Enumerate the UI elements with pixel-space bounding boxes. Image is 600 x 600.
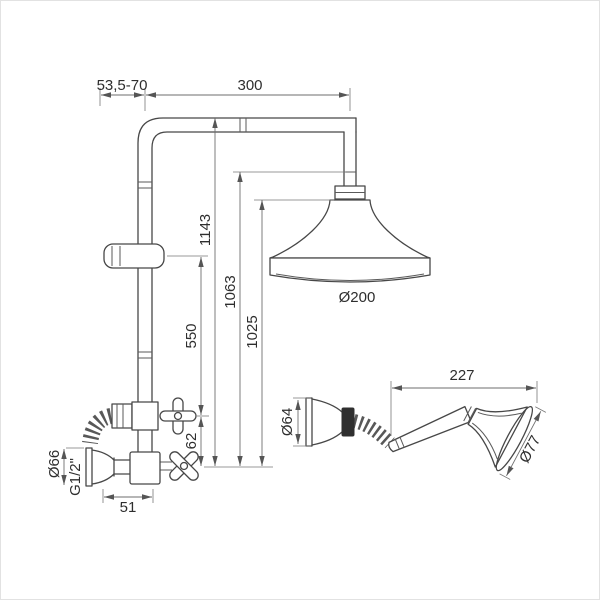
hand-head-rib-bottom: [471, 422, 498, 460]
dim-label-base-depth: 51: [120, 499, 137, 516]
hose-nut: [111, 403, 133, 429]
dim-label-cone-diameter: Ø64: [279, 408, 296, 436]
dim-label-head-diameter: Ø200: [339, 289, 376, 306]
hand-shower-handle: [388, 405, 472, 453]
valve-handle: [169, 451, 199, 481]
head-collar: [334, 185, 366, 200]
dim-label-valve-gap: 62: [183, 433, 200, 450]
dim-label-flange-diameter: Ø66: [46, 450, 63, 478]
handle-rings: [394, 437, 405, 450]
hand-shower-head: Ø77: [463, 406, 547, 480]
diverter-tee-body: [131, 401, 159, 431]
hand-hose: [352, 414, 395, 449]
riser-pipe-outer: [137, 117, 357, 453]
dim-label-hand-length: 227: [449, 367, 474, 384]
dim-label-wall-offset: 53,5-70: [97, 77, 148, 94]
dimensions: 53,5-70 300 1143 1063 1025 550 62 Ø66 G1…: [46, 77, 538, 516]
hose-nut-dark: [341, 407, 355, 437]
riser-coupling-upper: [138, 181, 152, 189]
dim-label-riser-span: 550: [183, 323, 200, 348]
hand-head-neck: [463, 406, 472, 422]
valve-stem: [160, 461, 172, 471]
shower-head-rim: [269, 257, 431, 283]
valve-body: [129, 451, 161, 485]
dim-label-height-head: 1025: [244, 315, 261, 348]
dim-label-arm-length: 300: [237, 77, 262, 94]
riser-coupling-lower: [138, 351, 152, 359]
shower-head-rim-inner: [275, 273, 425, 281]
arm-coupling: [239, 118, 247, 132]
hand-shower: Ø77: [305, 397, 547, 480]
dim-label-thread: G1/2": [67, 458, 84, 496]
hand-head-neck-2: [466, 407, 477, 424]
riser-pipe-inner: [151, 131, 345, 453]
shower-column: [82, 117, 431, 487]
dim-label-height-arm: 1063: [222, 275, 239, 308]
diverter-handle: [159, 397, 197, 435]
wall-flange: [85, 447, 115, 487]
supply-pipe: [113, 459, 131, 475]
dim-label-height-total: 1143: [197, 214, 214, 246]
slider-holder: [103, 243, 165, 269]
